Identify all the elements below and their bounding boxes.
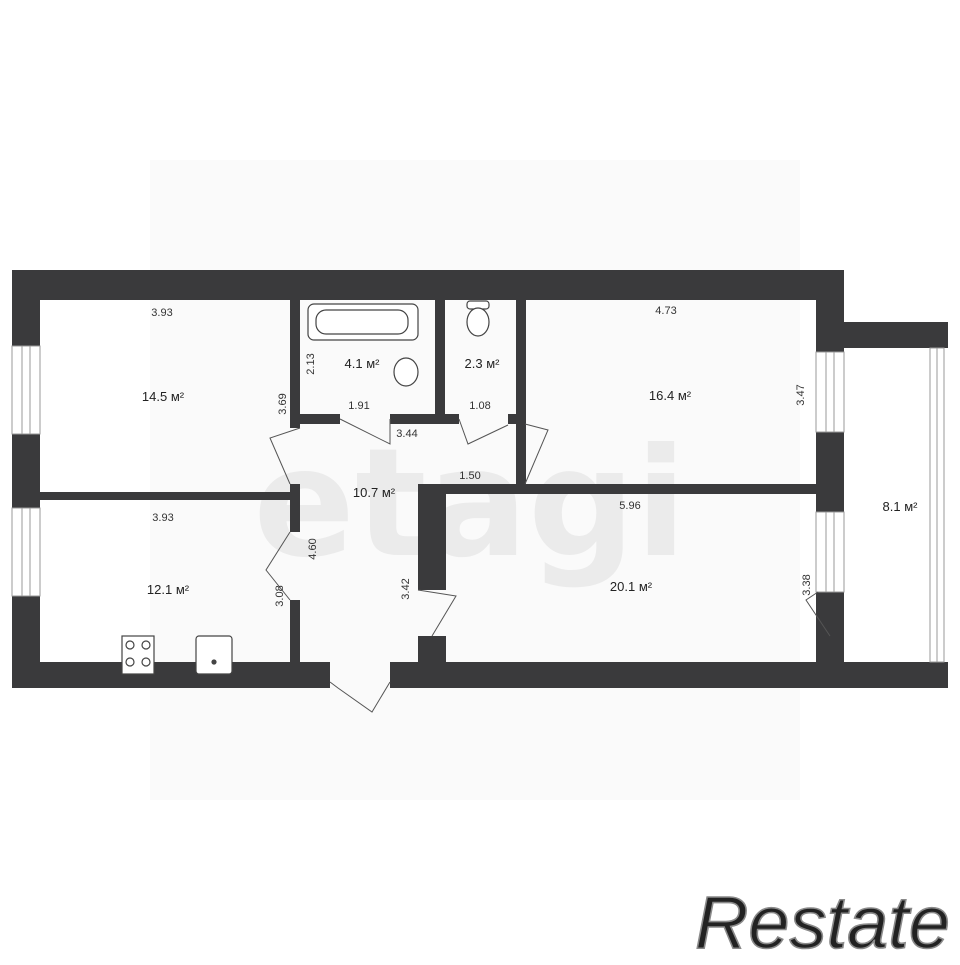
watermark-etagi: etagi [253, 417, 686, 591]
dim-hall-top: 3.44 [396, 428, 417, 440]
bathroom-area: 4.1 м² [345, 356, 381, 371]
dim-kitchen-depth: 3.08 [274, 585, 286, 606]
dim-room1-width: 3.93 [151, 307, 172, 319]
dim-hall-right: 3.42 [400, 578, 412, 599]
dim-bath-width: 1.91 [348, 400, 369, 412]
dim-room2-width: 4.73 [655, 305, 676, 317]
room-3-area: 20.1 м² [610, 579, 653, 594]
sink-icon [393, 357, 419, 387]
interior-walls [40, 296, 818, 688]
dim-bath-height: 2.13 [305, 353, 317, 374]
watermark-restate-logo: Restate [695, 881, 950, 960]
dim-room3-width: 5.96 [619, 500, 640, 512]
dim-room1-depth: 3.69 [277, 393, 289, 414]
wc-area: 2.3 м² [465, 356, 501, 371]
room-area-labels: 14.5 м² 4.1 м² 2.3 м² 16.4 м² 10.7 м² 12… [142, 356, 918, 597]
dimension-labels: 3.93 3.69 2.13 1.91 3.44 1.08 4.73 3.47 … [151, 305, 813, 607]
dim-wc-width: 1.08 [469, 400, 490, 412]
fixtures [121, 300, 490, 675]
kitchen-sink-icon [195, 635, 233, 675]
room-2-area: 16.4 м² [649, 388, 692, 403]
dim-hall-depth: 4.60 [307, 538, 319, 559]
windows [11, 345, 945, 663]
balcony-area: 8.1 м² [883, 499, 919, 514]
outer-walls [12, 270, 948, 688]
dim-room2-depth: 3.47 [795, 384, 807, 405]
kitchen-area: 12.1 м² [147, 582, 190, 597]
doors [265, 418, 831, 713]
room-1-area: 14.5 м² [142, 389, 185, 404]
dim-corridor: 1.50 [459, 470, 480, 482]
background-panel [150, 160, 800, 800]
hall-area: 10.7 м² [353, 485, 396, 500]
dim-kitchen-width: 3.93 [152, 512, 173, 524]
dim-room3-depth: 3.38 [801, 574, 813, 595]
